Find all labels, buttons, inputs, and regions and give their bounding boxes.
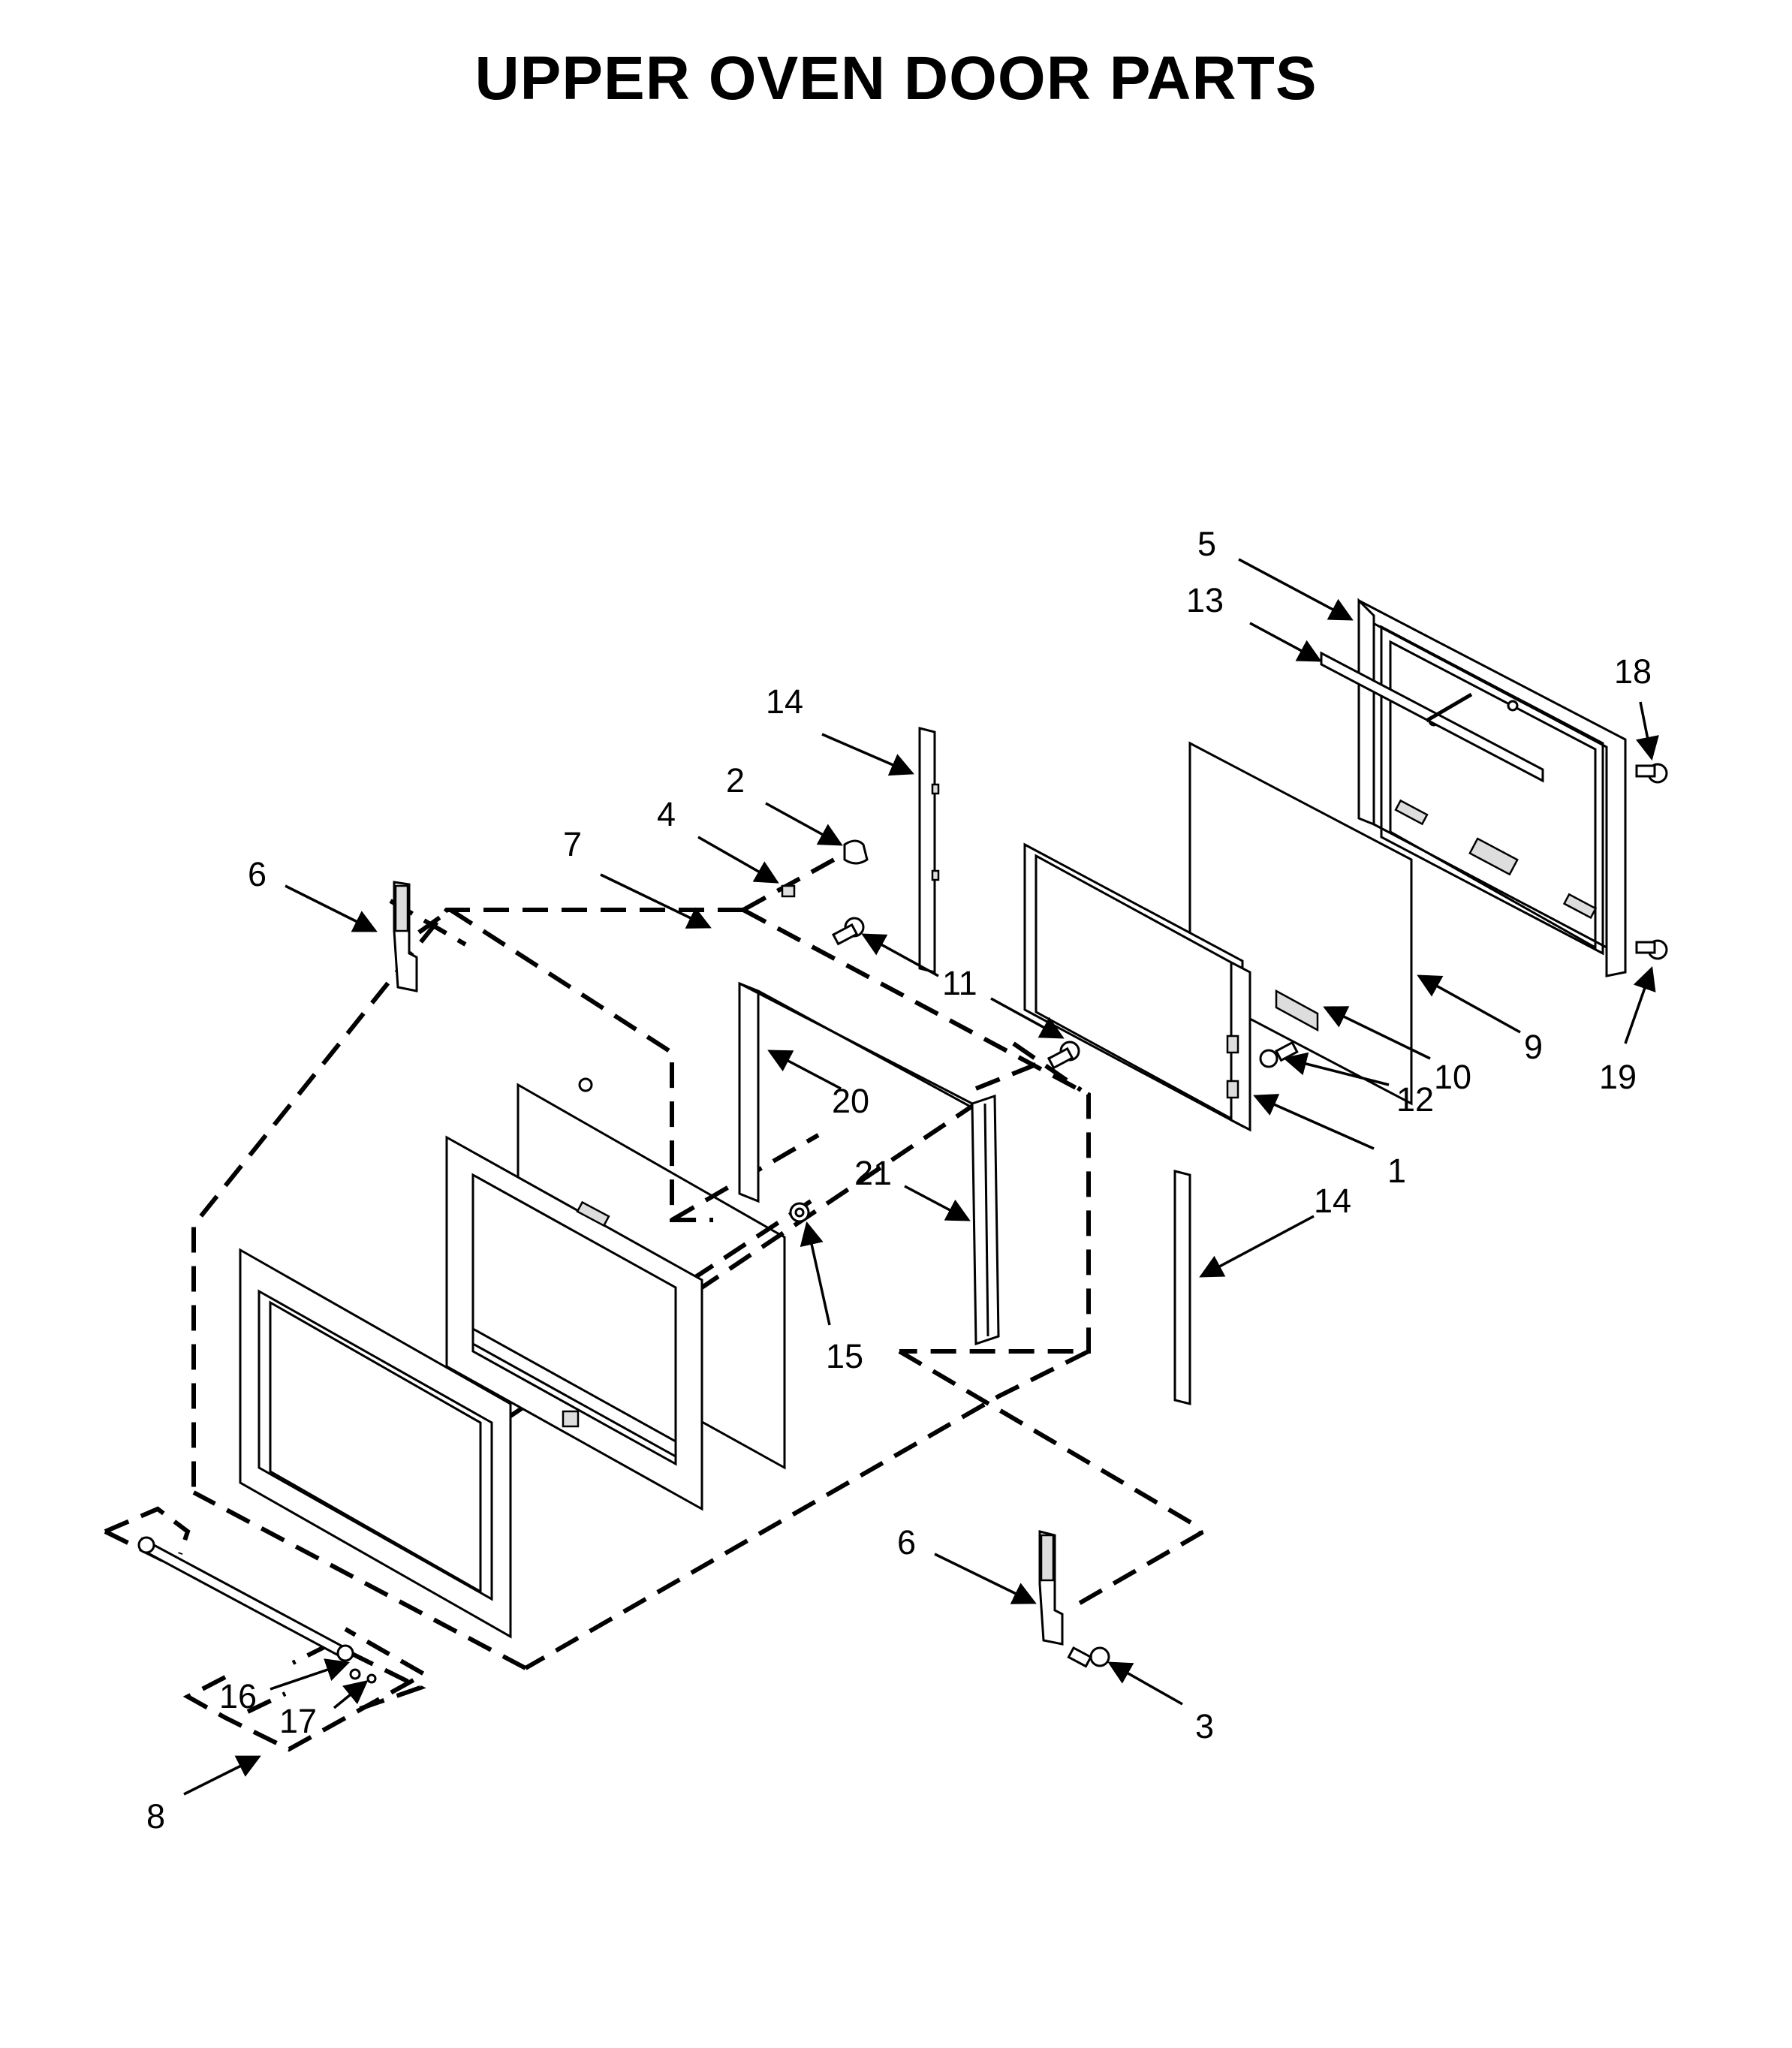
part-13-rail bbox=[1320, 651, 1544, 783]
callout-arrows bbox=[183, 558, 1659, 1796]
callout-19: 19 bbox=[1599, 1058, 1637, 1096]
callout-4: 4 bbox=[657, 795, 676, 833]
part-10-bracket bbox=[1275, 989, 1319, 1032]
callout-10: 10 bbox=[1434, 1058, 1471, 1096]
part-3-screw bbox=[1067, 1646, 1110, 1668]
part-9-glass-panel bbox=[1188, 741, 1413, 1106]
callout-9: 9 bbox=[1524, 1028, 1543, 1066]
part-14-upper-trim bbox=[918, 727, 940, 974]
part-12-screw bbox=[1259, 1041, 1299, 1068]
part-5-outer-door-frame bbox=[1357, 598, 1627, 977]
callout-13: 13 bbox=[1186, 581, 1224, 619]
callout-6-upper: 6 bbox=[248, 855, 267, 893]
part-6-upper-hinge bbox=[393, 881, 418, 992]
callout-8: 8 bbox=[146, 1797, 165, 1836]
callout-16: 16 bbox=[219, 1677, 257, 1715]
part-14-lower-trim bbox=[1173, 1170, 1191, 1405]
callout-14-upper: 14 bbox=[766, 682, 803, 721]
part-8-handle bbox=[137, 1536, 354, 1662]
part-1-door-liner bbox=[1023, 842, 1251, 1132]
callout-17: 17 bbox=[279, 1702, 317, 1740]
callout-6-lower: 6 bbox=[897, 1523, 916, 1562]
callout-3: 3 bbox=[1195, 1707, 1214, 1745]
callout-15: 15 bbox=[826, 1337, 863, 1375]
callout-12: 12 bbox=[1396, 1080, 1434, 1119]
callout-14-lower: 14 bbox=[1314, 1182, 1351, 1220]
callout-7: 7 bbox=[563, 825, 582, 863]
callout-11: 11 bbox=[942, 964, 977, 1002]
part-6-lower-hinge bbox=[1038, 1530, 1064, 1646]
part-15-washer bbox=[789, 1202, 810, 1223]
diagram-title: UPPER OVEN DOOR PARTS bbox=[474, 44, 1318, 113]
callout-labels: 5 13 18 14 2 4 7 6 11 9 10 20 12 19 21 1… bbox=[146, 525, 1652, 1836]
part-18-screw bbox=[1635, 763, 1668, 784]
part-16-17-fasteners bbox=[349, 1668, 377, 1684]
front-door-panel bbox=[239, 1248, 512, 1639]
callout-20: 20 bbox=[832, 1082, 869, 1120]
part-4-clip bbox=[781, 884, 796, 898]
callout-5: 5 bbox=[1197, 525, 1216, 563]
callout-1: 1 bbox=[1387, 1152, 1406, 1190]
part-19-screw bbox=[1635, 939, 1668, 960]
part-21-right-channel bbox=[971, 1094, 1000, 1346]
part-11-screws bbox=[831, 917, 1080, 1070]
part-2-clip bbox=[843, 839, 869, 865]
callout-2: 2 bbox=[726, 761, 745, 800]
part-7-inner-frame-glass bbox=[445, 1077, 786, 1511]
callout-21: 21 bbox=[854, 1154, 892, 1192]
callout-18: 18 bbox=[1614, 652, 1652, 691]
part-20-left-channel bbox=[738, 981, 977, 1203]
